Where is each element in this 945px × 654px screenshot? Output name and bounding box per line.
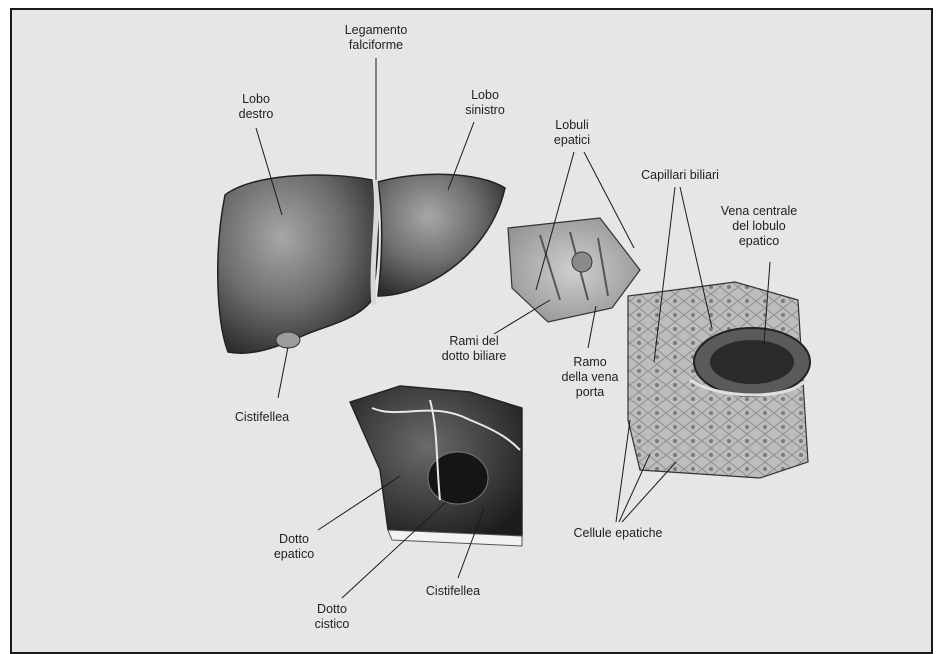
label-legamento-falciforme: Legamento falciforme bbox=[345, 23, 408, 53]
label-cistifellea-bottom: Cistifellea bbox=[426, 584, 480, 599]
label-lobo-destro: Lobo destro bbox=[239, 92, 274, 122]
liver-right-lobe bbox=[218, 175, 378, 353]
label-cellule-epatiche: Cellule epatiche bbox=[574, 526, 663, 541]
label-dotto-epatico: Dotto epatico bbox=[274, 532, 314, 562]
label-ramo-vena-porta: Ramo della vena porta bbox=[562, 355, 619, 400]
label-vena-centrale: Vena centrale del lobulo epatico bbox=[721, 204, 797, 249]
gallbladder-small bbox=[276, 332, 300, 348]
lobule-block bbox=[508, 218, 640, 322]
label-lobuli-epatici: Lobuli epatici bbox=[554, 118, 590, 148]
label-rami-dotto-biliare: Rami del dotto biliare bbox=[442, 334, 507, 364]
label-dotto-cistico: Dotto cistico bbox=[315, 602, 350, 632]
label-capillari-biliari: Capillari biliari bbox=[641, 168, 719, 183]
label-lobo-sinistro: Lobo sinistro bbox=[465, 88, 505, 118]
liver-left-lobe bbox=[378, 174, 505, 296]
label-cistifellea-top: Cistifellea bbox=[235, 410, 289, 425]
